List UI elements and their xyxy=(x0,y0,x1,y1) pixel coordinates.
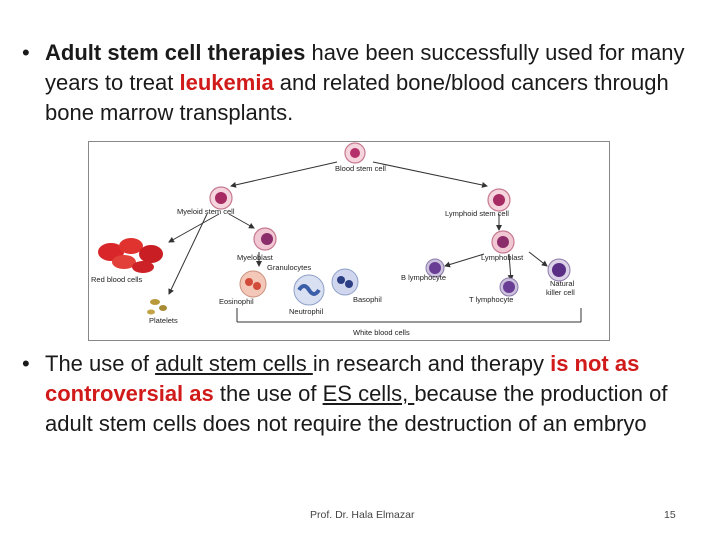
lymphoid-stem-cell xyxy=(487,188,511,212)
footer-author: Prof. Dr. Hala Elmazar xyxy=(310,509,415,521)
bullet-2-text: The use of adult stem cells in research … xyxy=(45,349,715,439)
platelets-cells xyxy=(147,299,167,315)
diagram-svg: Blood stem cell Myeloid stem cell Lympho… xyxy=(91,142,582,337)
label-blood-stem-cell: Blood stem cell xyxy=(335,164,386,173)
label-granulocytes: Granulocytes xyxy=(267,263,311,272)
basophil-cell xyxy=(331,268,359,296)
arrow xyxy=(444,253,485,268)
bullet-2-run: The use of xyxy=(45,351,156,376)
bullet-1-run: and related bone/blood cancers through b… xyxy=(45,70,669,125)
neutrophil-cell xyxy=(293,274,325,306)
lymphoblast-cell xyxy=(491,230,515,254)
natural-killer-cell xyxy=(547,258,571,282)
diagram-arrows xyxy=(168,161,548,295)
bullet-marker: • xyxy=(22,40,30,65)
bullet-2-run: ES cells, xyxy=(322,381,415,406)
myeloid-stem-cell xyxy=(209,186,233,210)
label-t-lymphocyte: T lymphocyte xyxy=(469,295,513,304)
myeloblast-cell xyxy=(253,227,277,251)
bullet-2-run: because the production of adult stem cel… xyxy=(45,381,668,436)
label-red-blood-cells: Red blood cells xyxy=(91,275,143,284)
label-platelets: Platelets xyxy=(149,316,178,325)
arrow xyxy=(168,213,220,243)
arrow xyxy=(230,161,338,188)
bullet-2-run: adult stem cells xyxy=(155,351,313,376)
red-blood-cells xyxy=(98,238,163,273)
label-lymphoid-stem-cell: Lymphoid stem cell xyxy=(445,209,509,218)
arrow xyxy=(228,213,255,229)
label-natural-killer-cell: killer cell xyxy=(546,288,575,297)
bullet-2-run: in research and therapy xyxy=(312,351,551,376)
label-eosinophil: Eosinophil xyxy=(219,297,254,306)
label-neutrophil: Neutrophil xyxy=(289,307,324,316)
arrow xyxy=(372,161,488,188)
b-lymphocyte-cell xyxy=(425,258,445,278)
label-myeloblast: Myeloblast xyxy=(237,253,274,262)
label-white-blood-cells: White blood cells xyxy=(353,328,410,337)
label-lymphoblast: Lymphoblast xyxy=(481,253,524,262)
hematopoiesis-diagram: Blood stem cell Myeloid stem cell Lympho… xyxy=(88,141,610,341)
bullet-1-run: Adult stem cell therapies xyxy=(45,40,306,65)
bullet-2-run: the use of xyxy=(213,381,323,406)
label-natural-killer-cell: Natural xyxy=(550,279,575,288)
label-basophil: Basophil xyxy=(353,295,382,304)
arrow xyxy=(168,213,208,295)
bullet-1-run: leukemia xyxy=(179,70,274,95)
bullet-marker: • xyxy=(22,351,30,376)
page-number: 15 xyxy=(664,509,676,521)
label-b-lymphocyte: B lymphocyte xyxy=(401,273,446,282)
bullet-2-run: is not as controversial as xyxy=(45,351,640,406)
bullet-1-run: have been successfully used for many yea… xyxy=(45,40,685,95)
diagram-labels: Blood stem cell Myeloid stem cell Lympho… xyxy=(91,164,575,337)
arrow xyxy=(528,251,548,267)
white-blood-cells-bracket xyxy=(236,308,582,323)
bullet-1-text: Adult stem cell therapies have been succ… xyxy=(45,38,705,128)
eosinophil-cell xyxy=(239,270,267,298)
t-lymphocyte-cell xyxy=(499,277,519,297)
arrow xyxy=(507,253,514,281)
blood-stem-cell xyxy=(344,142,366,164)
label-myeloid-stem-cell: Myeloid stem cell xyxy=(177,207,235,216)
